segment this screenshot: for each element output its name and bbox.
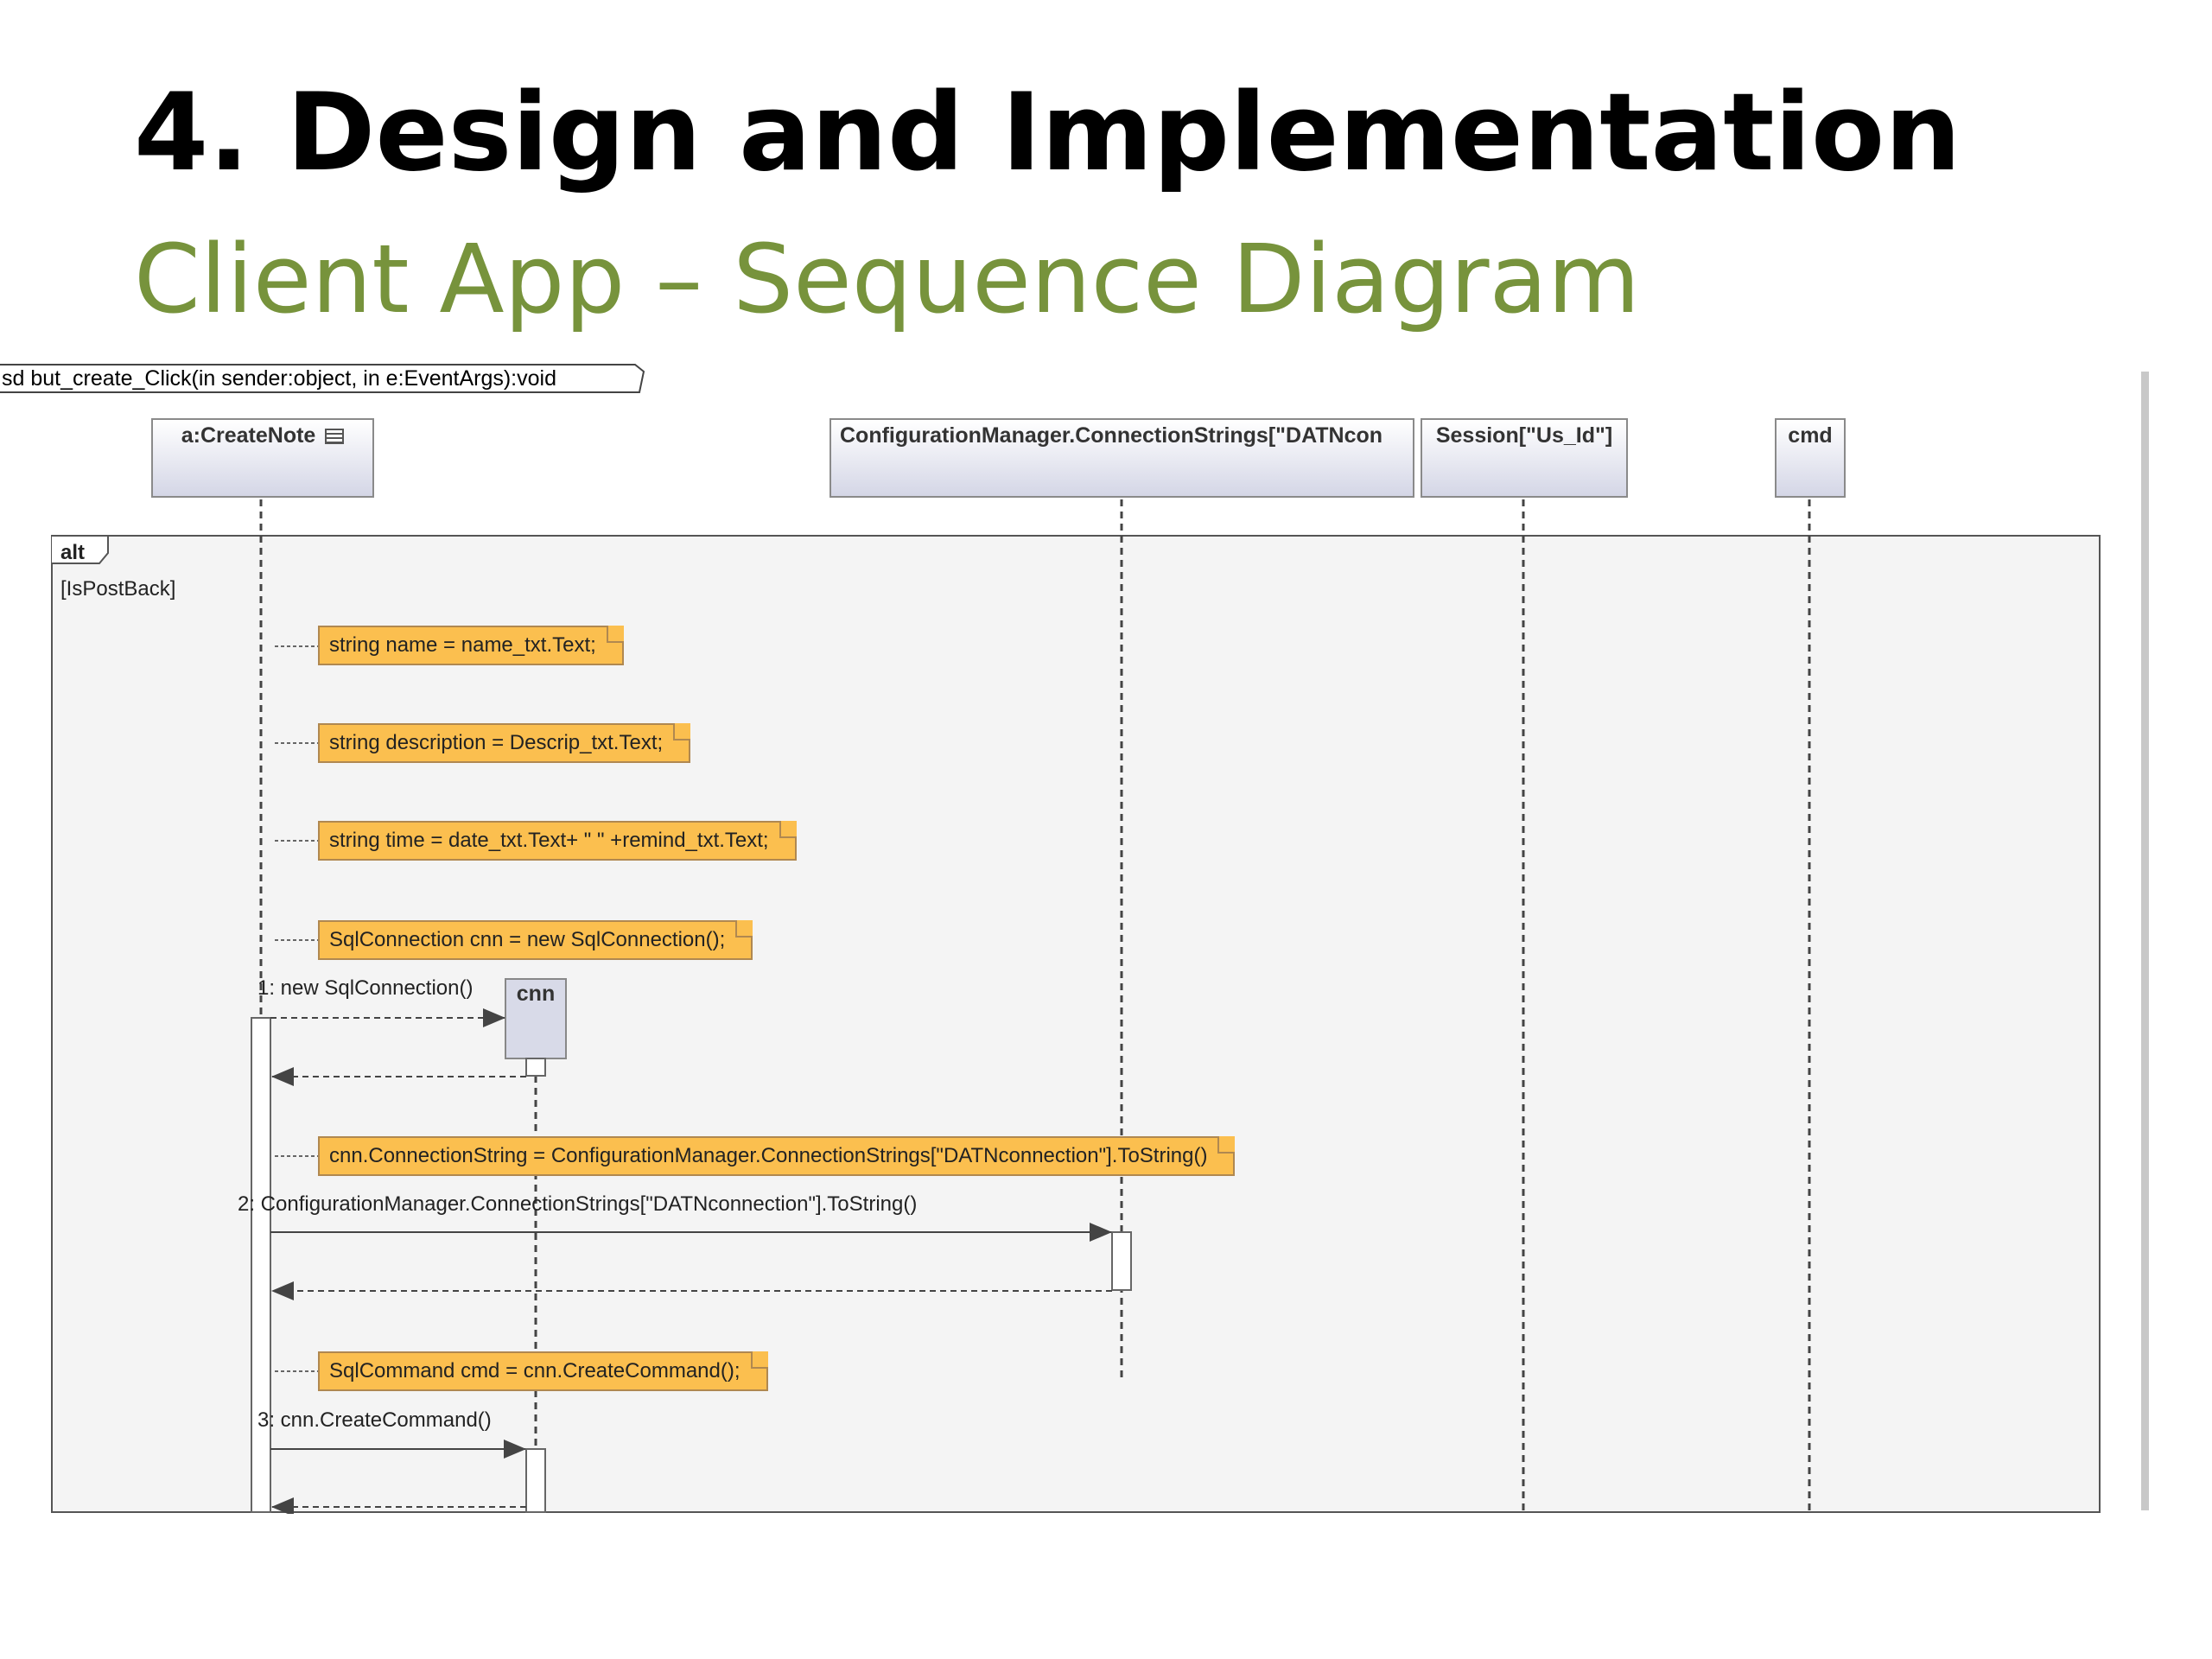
note[interactable]: cnn.ConnectionString = ConfigurationMana…: [318, 1136, 1236, 1176]
slide-edge-bar: [2141, 372, 2149, 1510]
lifeline-head-config[interactable]: ConfigurationManager.ConnectionStrings["…: [830, 418, 1414, 498]
lifeline-label: a:CreateNote: [181, 423, 316, 448]
message-2-label[interactable]: 2: ConfigurationManager.ConnectionString…: [238, 1192, 918, 1216]
frame-label: sd but_create_Click(in sender:object, in…: [2, 366, 556, 391]
lifeline-head-session[interactable]: Session["Us_Id"]: [1421, 418, 1628, 498]
lifeline-label: Session["Us_Id"]: [1435, 423, 1613, 448]
slide-title: 4. Design and Implementation: [134, 71, 1961, 195]
activation-config: [1111, 1231, 1132, 1291]
activation-cnn-create: [525, 1058, 546, 1077]
note[interactable]: string time = date_txt.Text+ " " +remind…: [318, 821, 797, 861]
fragment-operator: alt: [60, 541, 86, 564]
lifeline-label: ConfigurationManager.ConnectionStrings["…: [840, 423, 1383, 448]
message-1-label[interactable]: 1: new SqlConnection(): [257, 976, 474, 1000]
alt-fragment-tab: [52, 535, 109, 564]
menu-lines-icon: [325, 429, 345, 444]
fragment-guard: [IsPostBack]: [60, 577, 176, 601]
message-3-label[interactable]: 3: cnn.CreateCommand(): [257, 1408, 492, 1432]
diagram-crop-cover: [0, 1514, 2134, 1659]
note[interactable]: SqlConnection cnn = new SqlConnection();: [318, 920, 753, 960]
slide-subtitle: Client App – Sequence Diagram: [134, 224, 1641, 334]
lifeline-head-cmd[interactable]: cmd: [1775, 418, 1846, 498]
lifeline-head-createnote[interactable]: a:CreateNote: [151, 418, 374, 498]
note[interactable]: string name = name_txt.Text;: [318, 626, 624, 665]
frame-tab-outline: [0, 364, 645, 393]
lifeline-label: cmd: [1788, 423, 1833, 448]
note[interactable]: string description = Descrip_txt.Text;: [318, 723, 691, 763]
alt-fragment: [51, 535, 2101, 1513]
note[interactable]: SqlCommand cmd = cnn.CreateCommand();: [318, 1351, 768, 1391]
lifeline-head-cnn-label[interactable]: cnn: [516, 982, 556, 1006]
activation-cnn-createcommand: [525, 1448, 546, 1513]
activation-createnote: [251, 1017, 271, 1513]
